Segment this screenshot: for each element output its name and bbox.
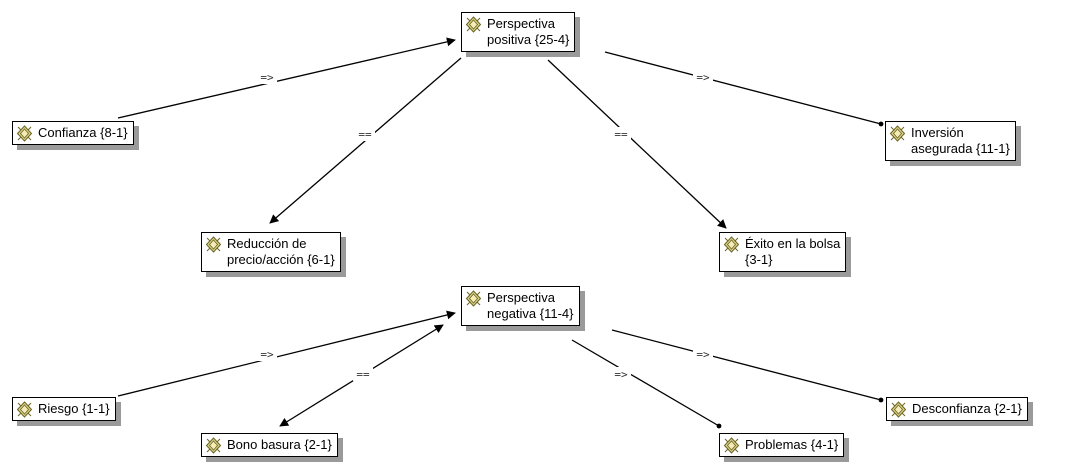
edge-perspectiva-positiva-exito-bolsa	[547, 59, 727, 229]
code-icon	[723, 437, 740, 454]
node-label: Riesgo {1-1}	[38, 401, 110, 416]
edge-perspectiva-negativa-desconfianza	[611, 329, 884, 403]
edge-label: ==	[356, 368, 370, 381]
edge-label-background	[257, 347, 277, 361]
node-bono-basura[interactable]: Bono basura {2-1}	[201, 433, 338, 457]
code-icon	[205, 236, 222, 253]
code-icon	[890, 401, 907, 418]
node-problemas[interactable]: Problemas {4-1}	[719, 433, 845, 457]
code-icon	[16, 125, 33, 142]
node-label: Perspectiva negativa {11-4}	[487, 290, 574, 321]
code-icon	[16, 401, 33, 418]
code-icon	[205, 437, 222, 454]
node-label: Problemas {4-1}	[745, 437, 839, 452]
node-label: Reducción de precio/acción {6-1}	[227, 236, 335, 267]
edge-perspectiva-negativa-problemas	[571, 339, 722, 429]
edge-label-background	[257, 70, 277, 84]
node-label: Inversión asegurada {11-1}	[911, 125, 1010, 156]
node-exito-bolsa[interactable]: Éxito en la bolsa {3-1}	[719, 232, 847, 272]
edge-label: ==	[614, 128, 628, 141]
edge-confianza-perspectiva-positiva	[117, 37, 456, 119]
node-label: Desconfianza {2-1}	[912, 401, 1022, 416]
code-icon	[465, 290, 482, 307]
node-label: Perspectiva positiva {25-4}	[487, 16, 570, 47]
edge-label-background	[355, 127, 375, 141]
edge-label: =>	[696, 348, 710, 361]
edge-label-background	[611, 127, 631, 141]
node-label: Bono basura {2-1}	[227, 437, 332, 452]
node-desconfianza[interactable]: Desconfianza {2-1}	[886, 397, 1028, 421]
node-reduccion-precio[interactable]: Reducción de precio/acción {6-1}	[201, 232, 341, 272]
edge-label: =>	[696, 71, 710, 84]
node-perspectiva-positiva[interactable]: Perspectiva positiva {25-4}	[461, 12, 576, 52]
code-icon	[889, 125, 906, 142]
node-confianza[interactable]: Confianza {8-1}	[12, 121, 134, 145]
node-label: Confianza {8-1}	[38, 125, 128, 140]
node-perspectiva-negativa[interactable]: Perspectiva negativa {11-4}	[461, 286, 580, 326]
edge-label-background	[693, 70, 713, 84]
code-icon	[465, 16, 482, 33]
edge-label-background	[611, 367, 631, 381]
node-inversion-asegurada[interactable]: Inversión asegurada {11-1}	[885, 121, 1016, 161]
node-riesgo[interactable]: Riesgo {1-1}	[12, 397, 116, 421]
node-label: Éxito en la bolsa {3-1}	[745, 236, 841, 267]
edge-label: =>	[614, 368, 628, 381]
edge-label: ==	[358, 128, 372, 141]
edge-riesgo-perspectiva-negativa	[117, 310, 456, 397]
edge-label: =>	[260, 348, 274, 361]
code-icon	[723, 236, 740, 253]
edge-label-background	[353, 367, 373, 381]
edge-label-background	[693, 347, 713, 361]
edge-perspectiva-positiva-inversion-asegurada	[604, 51, 884, 127]
edge-label: =>	[260, 71, 274, 84]
